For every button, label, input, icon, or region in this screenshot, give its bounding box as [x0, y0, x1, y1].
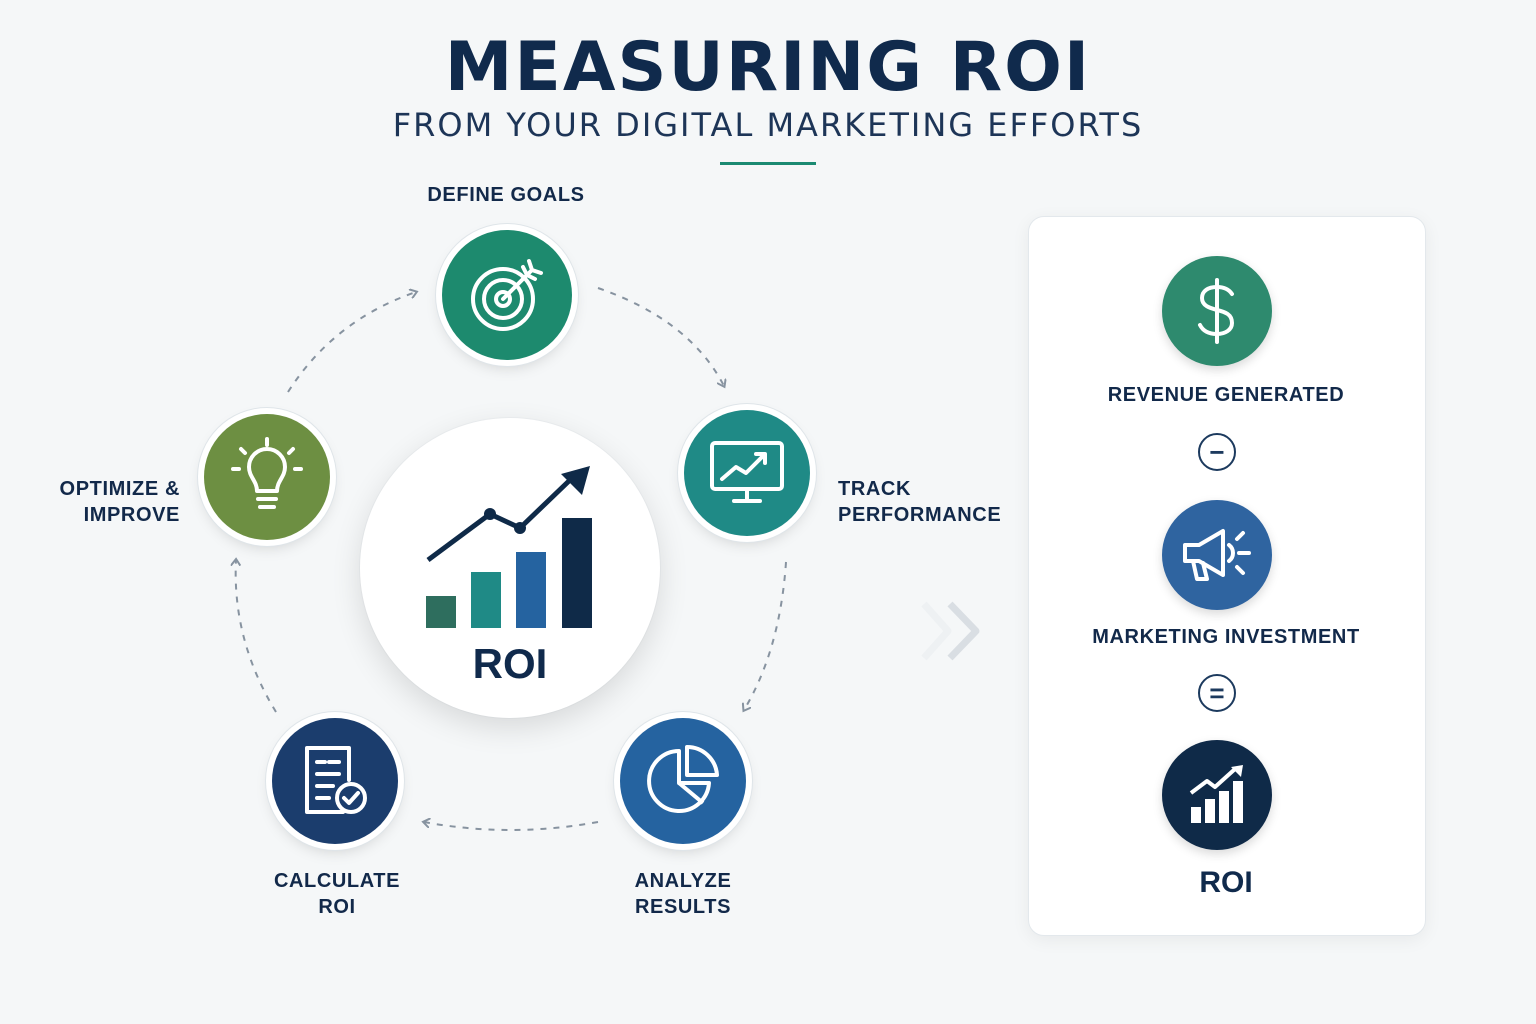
- page-subtitle: FROM YOUR DIGITAL MARKETING EFFORTS: [392, 106, 1144, 144]
- megaphone-icon: [1183, 529, 1251, 581]
- revenue-circle: [1162, 256, 1272, 366]
- step-track-performance-label: TRACK PERFORMANCE: [838, 478, 1002, 526]
- step-define-goals[interactable]: [442, 230, 572, 360]
- chevron-right-icon: [921, 601, 980, 661]
- revenue-generated-label: REVENUE GENERATED: [1107, 384, 1345, 406]
- arrow-calculate-to-optimize: [236, 560, 277, 713]
- document-check-icon: [305, 746, 367, 814]
- step-optimize-improve[interactable]: [204, 414, 330, 540]
- lightbulb-icon: [231, 437, 303, 509]
- step-track-performance[interactable]: [684, 410, 810, 536]
- minus-operator: −: [1198, 433, 1236, 471]
- target-icon: [471, 259, 543, 331]
- monitor-chart-icon: [710, 441, 784, 503]
- step-calculate-roi[interactable]: [272, 718, 398, 844]
- arrow-analyze-to-calculate: [424, 822, 599, 831]
- arrow-optimize-to-goals: [287, 292, 416, 393]
- step-optimize-improve-label: OPTIMIZE & IMPROVE: [59, 478, 180, 526]
- dollar-icon: [1198, 278, 1235, 344]
- page-title: MEASURING ROI: [444, 28, 1092, 107]
- step-analyze-results[interactable]: [620, 718, 746, 844]
- title-divider: [720, 162, 816, 165]
- step-define-goals-label: DEFINE GOALS: [427, 184, 585, 206]
- growth-chart-icon: [426, 466, 592, 628]
- step-analyze-results-label: ANALYZE RESULTS: [634, 870, 732, 918]
- roi-result-label: ROI: [1199, 866, 1253, 899]
- roi-hub: [360, 418, 660, 718]
- arrow-goals-to-track: [597, 287, 724, 386]
- step-calculate-roi-label: CALCULATE ROI: [273, 870, 401, 918]
- pie-chart-icon: [647, 744, 719, 813]
- hub-roi-label: ROI: [472, 640, 548, 687]
- equals-operator: =: [1198, 674, 1236, 712]
- marketing-investment-label: MARKETING INVESTMENT: [1092, 626, 1360, 648]
- investment-circle: [1162, 500, 1272, 610]
- cycle-arrows: [0, 287, 787, 831]
- arrow-track-to-analyze: [744, 561, 787, 710]
- roi-result-circle: [1162, 740, 1272, 850]
- bar-growth-icon: [1189, 765, 1243, 823]
